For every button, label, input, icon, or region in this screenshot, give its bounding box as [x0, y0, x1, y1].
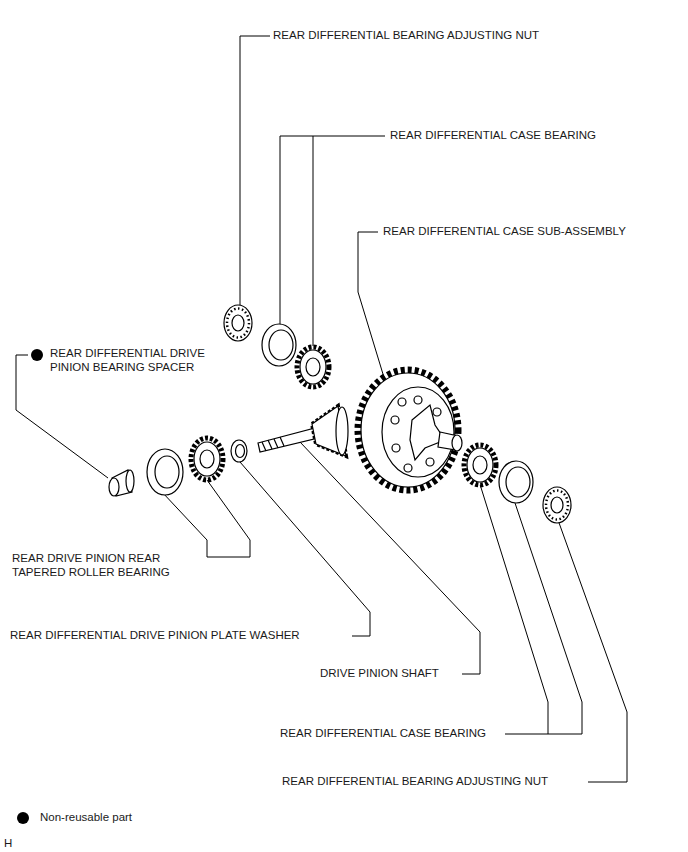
leader-line [16, 36, 627, 782]
drive-pinion-shaft [262, 437, 284, 451]
bearing-cone [473, 456, 487, 474]
differential-case [426, 458, 434, 466]
bearing-cone [191, 438, 223, 480]
non-reusable-dot [17, 349, 43, 824]
adjusting-nut [546, 491, 568, 520]
differential-case [391, 416, 399, 424]
differential-case [404, 464, 412, 472]
part-name: REAR DIFFERENTIAL DRIVE PINION BEARING S… [50, 346, 230, 374]
bearing-spacer [126, 470, 134, 492]
adjusting-nut [232, 315, 244, 331]
bearing-cone [194, 442, 220, 476]
leader-line [280, 136, 385, 325]
part-name: REAR DIFFERENTIAL DRIVE PINION PLATE WAS… [10, 628, 300, 642]
differential-case [398, 398, 406, 406]
figure-code: H [4, 836, 12, 850]
bearing-spacer [109, 478, 119, 496]
bearing-cone [300, 350, 326, 384]
bearing-cup [147, 324, 533, 503]
leader-line [558, 520, 627, 782]
part-name: REAR DIFFERENTIAL CASE BEARING [390, 128, 596, 142]
legend-text: Non-reusable part [40, 810, 132, 824]
part-name: DRIVE PINION SHAFT [320, 666, 439, 680]
part-name: REAR DIFFERENTIAL BEARING ADJUSTING NUT [273, 28, 539, 42]
leader-line [240, 36, 270, 306]
non-reusable-dot [31, 349, 43, 361]
differential-case [358, 370, 458, 490]
bearing-cup [147, 449, 183, 495]
bearing-cone [306, 358, 320, 376]
plate-washer [231, 440, 247, 462]
differential-case [361, 373, 455, 487]
bearing-cup [155, 456, 179, 488]
bearing-cup [262, 324, 296, 366]
bearing-cone [464, 445, 496, 485]
adjusting-nut [227, 309, 249, 338]
differential-case [414, 396, 422, 404]
bearing-cup [506, 467, 530, 497]
differential-case [433, 408, 441, 416]
part-name: REAR DIFFERENTIAL CASE BEARING [280, 726, 486, 740]
bearing-cup [269, 330, 293, 360]
drive-pinion-shaft [258, 406, 348, 456]
part-name: REAR DRIVE PINION REAR TAPERED ROLLER BE… [12, 551, 197, 579]
non-reusable-dot [17, 812, 29, 824]
plate-washer [231, 440, 247, 462]
bearing-cone [467, 448, 493, 482]
differential-case [452, 435, 462, 451]
bearing-cone [297, 347, 329, 387]
drive-pinion-shaft [336, 407, 348, 455]
leader-line [514, 500, 582, 734]
leader-line [16, 355, 108, 478]
leader-line [478, 478, 548, 734]
differential-case [382, 387, 454, 477]
adjusting-nut [551, 497, 563, 513]
part-name: REAR DIFFERENTIAL CASE SUB-ASSEMBLY [383, 224, 626, 238]
adjusting-nut [543, 487, 571, 523]
bearing-cone [200, 450, 214, 468]
adjusting-nut [224, 305, 571, 523]
differential-case [392, 444, 400, 452]
bearing-cup [499, 461, 533, 503]
differential-case [358, 370, 462, 490]
plate-washer [236, 445, 245, 458]
leader-line [358, 232, 386, 384]
leader-line [240, 462, 370, 636]
drive-pinion-shaft [258, 428, 318, 452]
bearing-spacer [109, 470, 134, 496]
leader-line [313, 136, 314, 346]
part-name: REAR DIFFERENTIAL BEARING ADJUSTING NUT [282, 774, 548, 788]
adjusting-nut [224, 305, 252, 341]
